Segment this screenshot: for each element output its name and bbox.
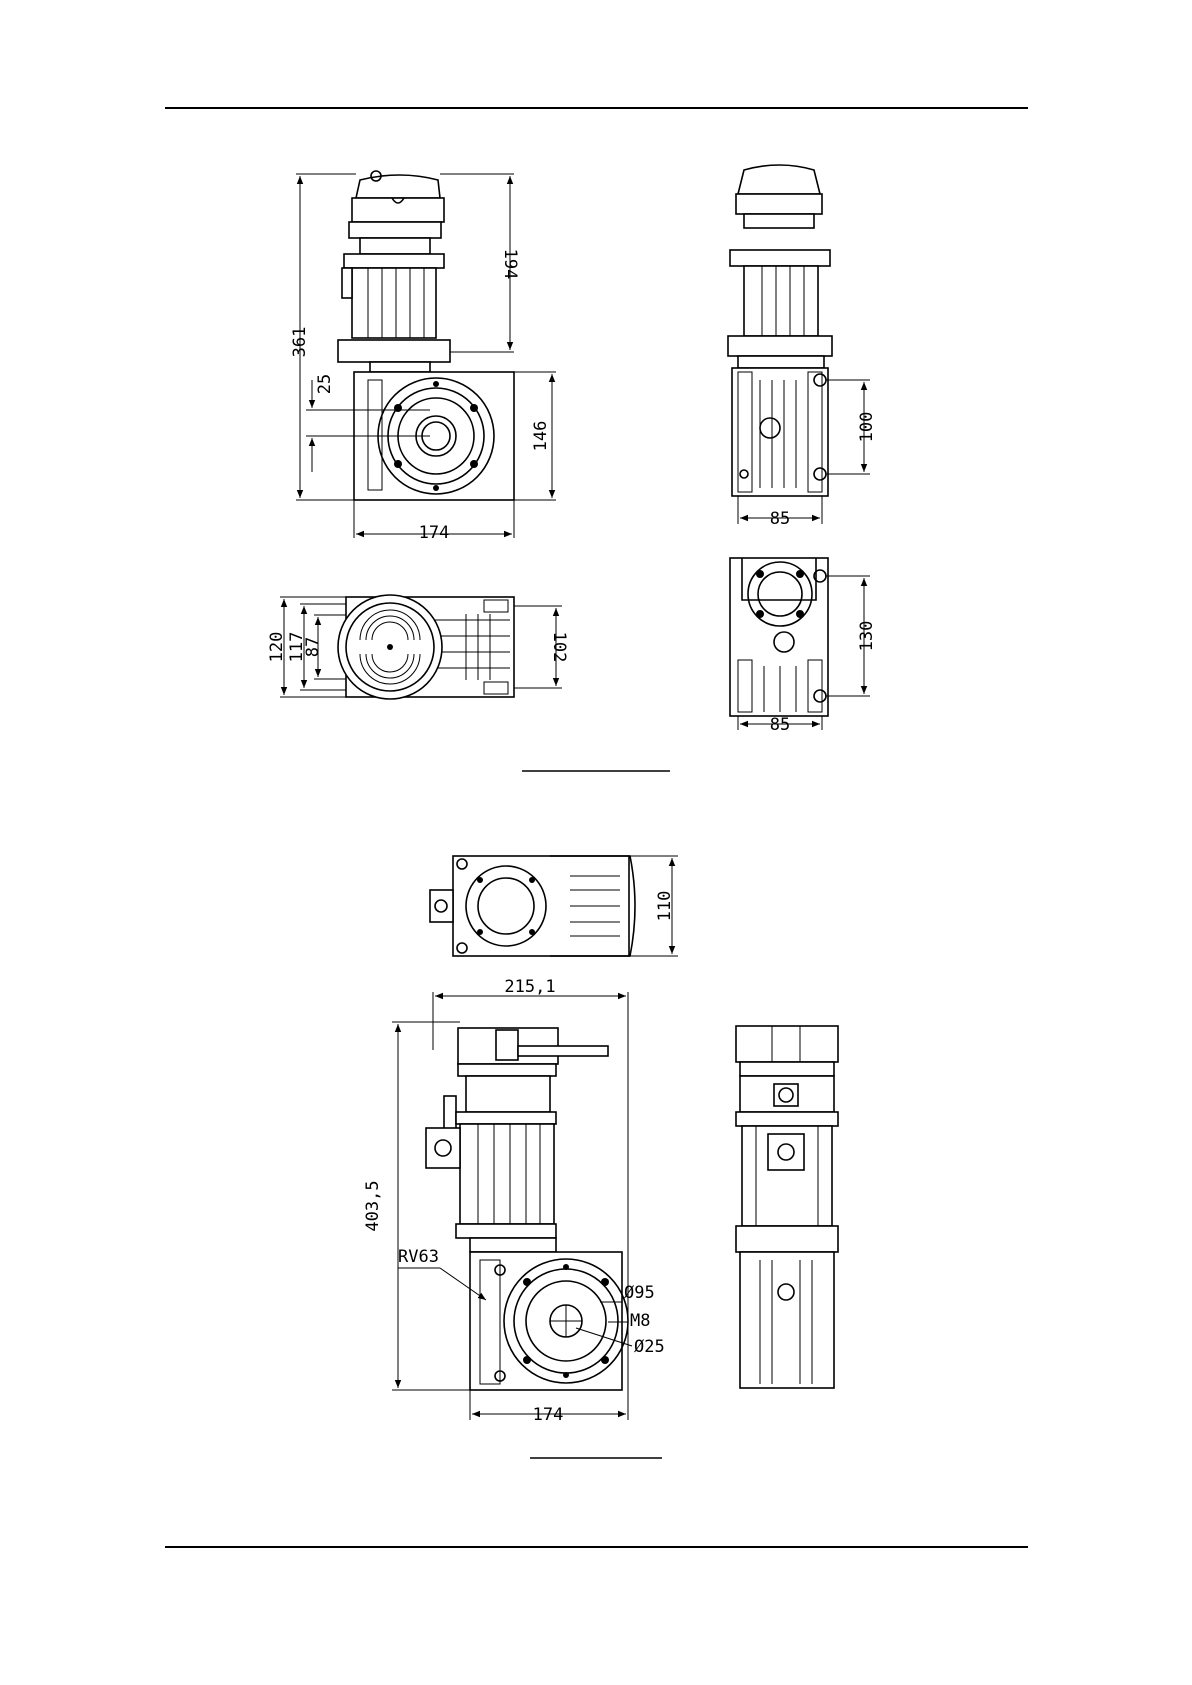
top-view-a: 120 117 87 102 — [267, 595, 569, 699]
side-view-a: 100 85 — [728, 165, 877, 529]
dim-m8: M8 — [630, 1311, 650, 1331]
dim-130: 130 — [857, 621, 877, 652]
dim-215-1: 215,1 — [504, 977, 555, 997]
dim-194: 194 — [500, 249, 520, 280]
top-view-b: 110 — [430, 856, 678, 956]
dim-361: 361 — [290, 327, 310, 358]
side-view-b — [736, 1026, 838, 1388]
dim-85-side: 85 — [770, 509, 790, 529]
dim-102: 102 — [549, 632, 569, 663]
front-view-a: 361 194 25 146 174 — [290, 171, 556, 543]
dim-110: 110 — [655, 891, 675, 922]
label-rv63: RV63 — [398, 1247, 439, 1267]
dim-85-rear: 85 — [770, 715, 790, 735]
dim-25: 25 — [315, 374, 335, 394]
rear-view-a: 130 85 — [730, 558, 877, 735]
dim-dia-25: Ø25 — [634, 1337, 665, 1357]
dim-403-5: 403,5 — [363, 1180, 383, 1231]
dim-100: 100 — [857, 412, 877, 443]
dim-174-b: 174 — [533, 1405, 564, 1425]
dim-146: 146 — [531, 421, 551, 452]
dim-87: 87 — [303, 637, 323, 657]
dim-174-a: 174 — [419, 523, 450, 543]
dim-120: 120 — [267, 632, 287, 663]
dim-dia-95: Ø95 — [624, 1283, 655, 1303]
front-view-b: 215,1 403,5 — [363, 977, 665, 1425]
